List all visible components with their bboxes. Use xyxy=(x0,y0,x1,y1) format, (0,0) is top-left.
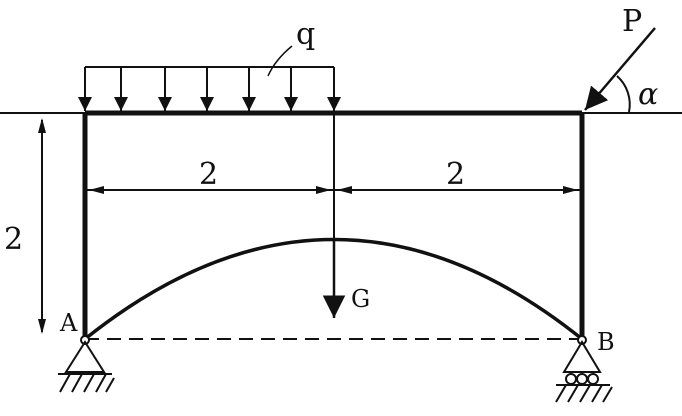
weight-g: G xyxy=(322,113,370,318)
force-p-arrow xyxy=(584,27,656,111)
dimension-arrow-mid-left xyxy=(316,186,331,194)
support-b-triangle xyxy=(562,340,602,373)
pin-b xyxy=(577,335,587,345)
load-q-leader xyxy=(267,45,293,77)
load-q-label: q xyxy=(296,17,315,52)
support-a-hatching xyxy=(59,373,115,393)
support-b-label: B xyxy=(597,328,615,356)
dimension-arrow-left xyxy=(89,186,104,194)
width-left-label: 2 xyxy=(199,157,218,192)
height-arrow-bottom xyxy=(38,319,46,334)
roller-b-2 xyxy=(576,373,588,385)
height-label: 2 xyxy=(4,222,23,257)
support-a-triangle xyxy=(64,340,106,373)
roller-b-1 xyxy=(565,373,577,385)
support-a: A xyxy=(58,309,115,393)
weight-g-label: G xyxy=(351,285,370,313)
height-arrow-top xyxy=(38,118,46,133)
angle-arc xyxy=(616,75,631,113)
vertical-dimension: 2 xyxy=(4,118,46,334)
pin-a xyxy=(80,335,90,345)
distributed-load-q: q xyxy=(78,17,341,111)
support-a-label: A xyxy=(59,309,78,337)
roller-b-3 xyxy=(587,373,599,385)
dimension-arrow-mid-right xyxy=(337,186,352,194)
dimension-arrow-right xyxy=(563,186,578,194)
support-b: B xyxy=(555,328,615,403)
force-p: P α xyxy=(584,4,658,113)
force-p-label: P xyxy=(622,4,642,39)
support-b-hatching xyxy=(555,384,613,403)
width-right-label: 2 xyxy=(446,157,465,192)
angle-alpha-label: α xyxy=(638,77,658,112)
